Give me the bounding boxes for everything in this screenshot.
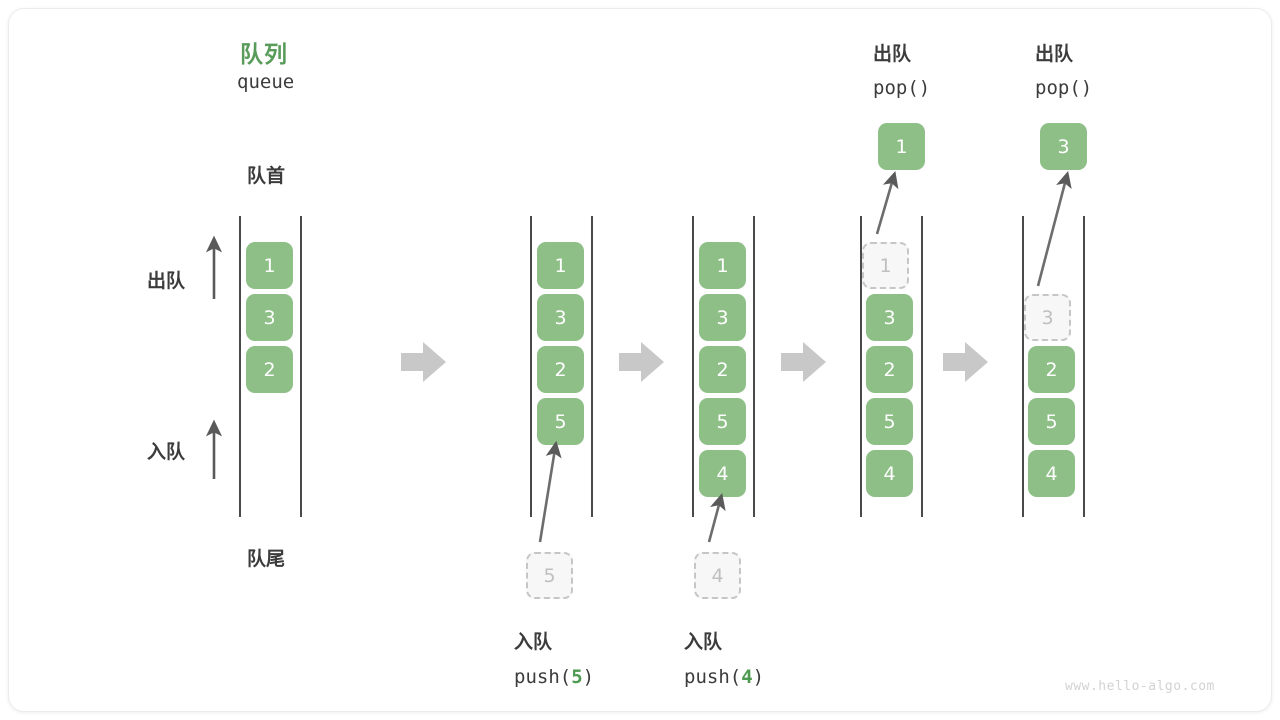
transition-arrow (619, 342, 664, 382)
dequeue-side-label: 出队 (147, 270, 186, 292)
queue-rail-right-step4 (921, 216, 923, 517)
push-caption-arg: 4 (741, 666, 753, 688)
popped-element: 3 (1040, 123, 1087, 170)
pop-header-cn: 出队 (1035, 43, 1074, 65)
queue-element: 1 (537, 242, 584, 289)
transition-arrow (401, 342, 446, 382)
queue-element: 4 (1028, 450, 1075, 497)
queue-rail-right-step3 (753, 216, 755, 517)
queue-element-removed: 3 (1024, 294, 1071, 341)
queue-element: 4 (866, 450, 913, 497)
diagram-card: 队列 queue 队首 队尾 出队 入队 1 3 2 1 3 2 5 5 入队 … (8, 8, 1272, 712)
push-caption-prefix: push( (684, 666, 742, 688)
popped-element: 1 (878, 123, 925, 170)
queue-element: 3 (699, 294, 746, 341)
pop-header-call: pop() (1035, 77, 1093, 99)
watermark: www.hello-algo.com (1065, 679, 1215, 694)
enqueue-side-label: 入队 (147, 441, 186, 463)
queue-element: 3 (246, 294, 293, 341)
queue-element: 2 (537, 346, 584, 393)
queue-title-cn: 队列 (240, 42, 288, 68)
push-caption-cn: 入队 (684, 631, 723, 653)
transition-arrow (781, 342, 826, 382)
push-arrow (707, 492, 726, 543)
pop-header-cn: 出队 (873, 43, 912, 65)
queue-element: 3 (537, 294, 584, 341)
transition-arrow (943, 342, 988, 382)
pop-arrow (875, 171, 899, 235)
queue-element: 2 (1028, 346, 1075, 393)
push-caption-cn: 入队 (514, 631, 553, 653)
queue-title-en: queue (237, 71, 295, 93)
queue-rail-left-step4 (860, 216, 862, 517)
queue-element: 1 (246, 242, 293, 289)
queue-rail-left-step1 (239, 216, 241, 517)
queue-element: 5 (866, 398, 913, 445)
queue-rail-right-step2 (591, 216, 593, 517)
push-caption-call: push(4) (684, 666, 764, 688)
queue-element: 2 (866, 346, 913, 393)
queue-rail-right-step5 (1083, 216, 1085, 517)
queue-rail-left-step3 (692, 216, 694, 517)
queue-element-new: 4 (699, 450, 746, 497)
front-label: 队首 (247, 165, 286, 187)
queue-element: 1 (699, 242, 746, 289)
incoming-element-ghost: 4 (694, 552, 741, 599)
queue-element: 2 (699, 346, 746, 393)
pop-arrow (1036, 170, 1072, 287)
incoming-element-ghost: 5 (526, 552, 573, 599)
push-caption-suffix: ) (582, 666, 595, 688)
queue-element: 5 (1028, 398, 1075, 445)
push-caption-prefix: push( (514, 666, 572, 688)
queue-element-removed: 1 (862, 242, 909, 289)
pop-header-call: pop() (873, 77, 931, 99)
queue-element: 3 (866, 294, 913, 341)
queue-element-new: 5 (537, 398, 584, 445)
push-caption-arg: 5 (571, 666, 583, 688)
push-arrow (538, 440, 562, 543)
rear-label: 队尾 (247, 548, 286, 570)
push-caption-call: push(5) (514, 666, 594, 688)
queue-rail-left-step2 (530, 216, 532, 517)
queue-element: 5 (699, 398, 746, 445)
queue-rail-right-step1 (300, 216, 302, 517)
queue-element: 2 (246, 346, 293, 393)
queue-rail-left-step5 (1022, 216, 1024, 517)
push-caption-suffix: ) (752, 666, 765, 688)
